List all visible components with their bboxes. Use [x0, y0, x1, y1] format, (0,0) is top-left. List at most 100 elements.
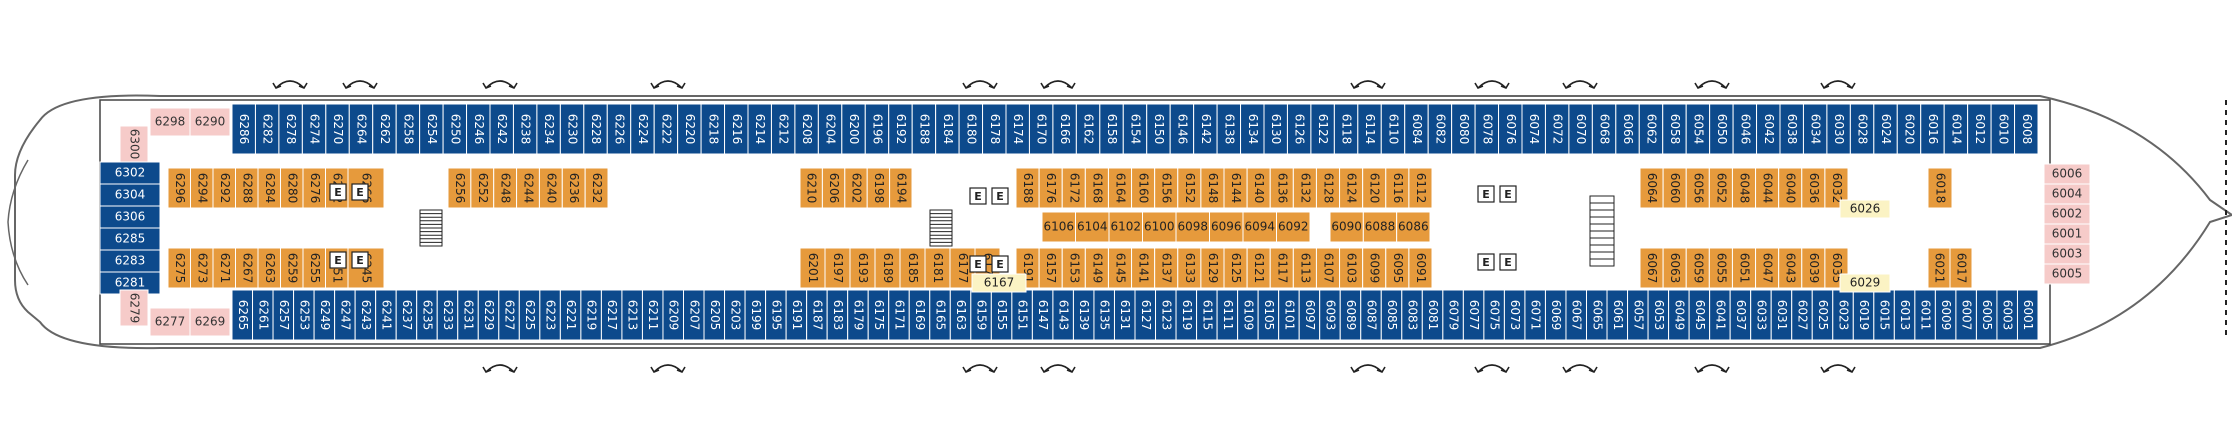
cabin-bow-6001[interactable]: 6001 — [2043, 223, 2091, 245]
cabin-int-6103[interactable]: 6103 — [1339, 247, 1364, 289]
cabin-int-6288[interactable]: 6288 — [235, 167, 259, 209]
cabin-bow-6004[interactable]: 6004 — [2043, 183, 2091, 205]
cabin-top-6246[interactable]: 6246 — [466, 103, 491, 155]
cabin-mid-6100[interactable]: 6100 — [1142, 211, 1177, 243]
cabin-bottom-6223[interactable]: 6223 — [539, 289, 561, 341]
cabin-top-6174[interactable]: 6174 — [1005, 103, 1030, 155]
cabin-int-6021[interactable]: 6021 — [1927, 247, 1951, 289]
cabin-bottom-6037[interactable]: 6037 — [1729, 289, 1752, 341]
cabin-int-6236[interactable]: 6236 — [561, 167, 586, 209]
cabin-bottom-6243[interactable]: 6243 — [354, 289, 377, 341]
cabin-top-6138[interactable]: 6138 — [1216, 103, 1242, 155]
cabin-bottom-6053[interactable]: 6053 — [1647, 289, 1670, 341]
cabin-top-6224[interactable]: 6224 — [630, 103, 655, 155]
cabin-stern-6304[interactable]: 6304 — [99, 183, 161, 207]
cabin-top-6220[interactable]: 6220 — [677, 103, 702, 155]
cabin-int-6140[interactable]: 6140 — [1246, 167, 1271, 209]
cabin-bottom-6199[interactable]: 6199 — [744, 289, 767, 341]
cabin-int-6152[interactable]: 6152 — [1177, 167, 1202, 209]
cabin-bottom-6229[interactable]: 6229 — [477, 289, 500, 341]
cabin-bottom-6143[interactable]: 6143 — [1052, 289, 1074, 341]
cabin-stern-6283[interactable]: 6283 — [99, 249, 161, 273]
cabin-bottom-6013[interactable]: 6013 — [1893, 289, 1916, 341]
cabin-suite-6269[interactable]: 6269 — [189, 307, 231, 337]
cabin-bottom-6169[interactable]: 6169 — [908, 289, 931, 341]
cabin-int-6244[interactable]: 6244 — [516, 167, 540, 209]
cabin-mid-6086[interactable]: 6086 — [1396, 211, 1431, 243]
cabin-int-6157[interactable]: 6157 — [1038, 247, 1063, 289]
cabin-int-6201[interactable]: 6201 — [799, 247, 826, 289]
cabin-top-6162[interactable]: 6162 — [1075, 103, 1101, 155]
cabin-top-6200[interactable]: 6200 — [841, 103, 866, 155]
cabin-top-6150[interactable]: 6150 — [1146, 103, 1171, 155]
cabin-top-6070[interactable]: 6070 — [1568, 103, 1593, 155]
cabin-stern-6281[interactable]: 6281 — [99, 271, 161, 295]
cabin-int-6202[interactable]: 6202 — [844, 167, 868, 209]
cabin-top-6212[interactable]: 6212 — [770, 103, 796, 155]
cabin-int-6047[interactable]: 6047 — [1755, 247, 1780, 289]
cabin-top-6012[interactable]: 6012 — [1967, 103, 1992, 155]
cabin-bottom-6083[interactable]: 6083 — [1401, 289, 1423, 341]
cabin-bottom-6009[interactable]: 6009 — [1934, 289, 1957, 341]
cabin-top-6154[interactable]: 6154 — [1122, 103, 1148, 155]
cabin-int-6091[interactable]: 6091 — [1408, 247, 1433, 289]
cabin-top-6228[interactable]: 6228 — [583, 103, 608, 155]
cabin-top-6042[interactable]: 6042 — [1756, 103, 1781, 155]
cabin-bottom-6237[interactable]: 6237 — [395, 289, 418, 341]
cabin-top-6146[interactable]: 6146 — [1169, 103, 1195, 155]
cabin-int-6063[interactable]: 6063 — [1662, 247, 1687, 289]
cabin-mid-6102[interactable]: 6102 — [1108, 211, 1143, 243]
cabin-access-6167[interactable]: 6167 — [971, 273, 1027, 293]
cabin-bottom-6071[interactable]: 6071 — [1524, 289, 1546, 341]
cabin-int-6156[interactable]: 6156 — [1154, 167, 1179, 209]
cabin-bottom-6005[interactable]: 6005 — [1975, 289, 1998, 341]
cabin-bottom-6033[interactable]: 6033 — [1750, 289, 1772, 341]
cabin-bow-6005[interactable]: 6005 — [2043, 263, 2091, 285]
cabin-bottom-6085[interactable]: 6085 — [1380, 289, 1403, 341]
cabin-int-6051[interactable]: 6051 — [1731, 247, 1757, 289]
cabin-bottom-6247[interactable]: 6247 — [334, 289, 356, 341]
cabin-top-6118[interactable]: 6118 — [1333, 103, 1359, 155]
cabin-top-6192[interactable]: 6192 — [888, 103, 913, 155]
cabin-bottom-6233[interactable]: 6233 — [436, 289, 459, 341]
cabin-int-6129[interactable]: 6129 — [1200, 247, 1225, 289]
cabin-bottom-6213[interactable]: 6213 — [621, 289, 643, 341]
cabin-access-6026[interactable]: 6026 — [1839, 199, 1891, 219]
cabin-int-6120[interactable]: 6120 — [1362, 167, 1387, 209]
cabin-int-6263[interactable]: 6263 — [257, 247, 281, 289]
cabin-suite-6279[interactable]: 6279 — [119, 289, 149, 327]
cabin-bottom-6119[interactable]: 6119 — [1175, 289, 1198, 341]
cabin-bottom-6093[interactable]: 6093 — [1319, 289, 1341, 341]
cabin-bottom-6209[interactable]: 6209 — [662, 289, 685, 341]
cabin-int-6259[interactable]: 6259 — [280, 247, 304, 289]
cabin-top-6184[interactable]: 6184 — [935, 103, 960, 155]
cabin-int-6160[interactable]: 6160 — [1131, 167, 1156, 209]
cabin-bottom-6159[interactable]: 6159 — [970, 289, 992, 341]
cabin-int-6018[interactable]: 6018 — [1927, 167, 1953, 209]
cabin-bottom-6065[interactable]: 6065 — [1586, 289, 1608, 341]
cabin-int-6017[interactable]: 6017 — [1949, 247, 1973, 289]
cabin-bottom-6249[interactable]: 6249 — [313, 289, 336, 341]
cabin-int-6189[interactable]: 6189 — [874, 247, 901, 289]
cabin-int-6137[interactable]: 6137 — [1154, 247, 1179, 289]
cabin-bottom-6073[interactable]: 6073 — [1503, 289, 1526, 341]
cabin-mid-6098[interactable]: 6098 — [1175, 211, 1210, 243]
cabin-bottom-6261[interactable]: 6261 — [252, 289, 274, 341]
cabin-top-6218[interactable]: 6218 — [700, 103, 726, 155]
cabin-int-6128[interactable]: 6128 — [1315, 167, 1341, 209]
cabin-top-6158[interactable]: 6158 — [1099, 103, 1124, 155]
cabin-bottom-6135[interactable]: 6135 — [1093, 289, 1115, 341]
cabin-int-6276[interactable]: 6276 — [302, 167, 326, 209]
cabin-bottom-6089[interactable]: 6089 — [1339, 289, 1362, 341]
cabin-top-6050[interactable]: 6050 — [1709, 103, 1734, 155]
cabin-top-6254[interactable]: 6254 — [419, 103, 444, 155]
cabin-top-6078[interactable]: 6078 — [1474, 103, 1500, 155]
cabin-mid-6090[interactable]: 6090 — [1329, 211, 1364, 243]
cabin-top-6082[interactable]: 6082 — [1427, 103, 1453, 155]
cabin-int-6055[interactable]: 6055 — [1708, 247, 1733, 289]
cabin-int-6252[interactable]: 6252 — [470, 167, 495, 209]
cabin-top-6008[interactable]: 6008 — [2014, 103, 2039, 155]
cabin-bottom-6171[interactable]: 6171 — [888, 289, 910, 341]
cabin-bottom-6217[interactable]: 6217 — [600, 289, 623, 341]
cabin-int-6133[interactable]: 6133 — [1177, 247, 1202, 289]
